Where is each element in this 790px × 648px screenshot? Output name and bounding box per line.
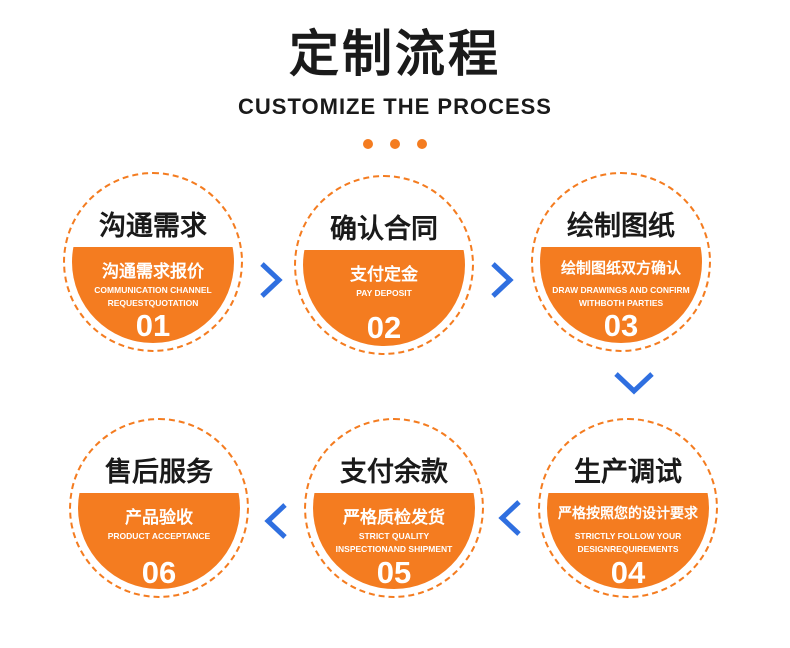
step-description-en-line2: INSPECTIONAND SHIPMENT <box>335 544 453 554</box>
step-title: 支付余款 <box>340 457 448 488</box>
step-description-en-line1: COMMUNICATION CHANNEL <box>94 285 212 295</box>
step-number: 03 <box>603 308 639 343</box>
step-band <box>78 493 240 589</box>
step-title: 售后服务 <box>105 457 213 488</box>
decorative-dots <box>0 139 790 149</box>
page-title: 定制流程 <box>289 25 501 83</box>
step-title: 确认合同 <box>330 214 438 245</box>
step-disc: 沟通需求 沟通需求报价 COMMUNICATION CHANNEL REQUES… <box>72 181 234 343</box>
step-description-en-line1: PAY DEPOSIT <box>356 288 412 298</box>
step-band <box>72 247 234 343</box>
step-band <box>303 250 465 346</box>
step-number: 04 <box>610 555 646 589</box>
step-description: 支付定金 <box>350 265 418 285</box>
step-description: 产品验收 <box>125 508 193 528</box>
step-description-en-line1: STRICTLY FOLLOW YOUR <box>574 531 682 541</box>
dot-3 <box>417 139 427 149</box>
step-description-en-line2: DESIGNREQUIREMENTS <box>577 544 679 554</box>
chevron-right-icon <box>260 262 283 298</box>
step-band <box>540 247 702 343</box>
step-disc: 绘制图纸 绘制图纸双方确认 DRAW DRAWINGS AND CONFIRM … <box>540 181 702 343</box>
step-description: 绘制图纸双方确认 <box>560 259 681 277</box>
step-06: 售后服务 产品验收 PRODUCT ACCEPTANCE 06 <box>69 418 249 598</box>
chevron-down-icon <box>614 372 654 395</box>
step-description: 严格按照您的设计要求 <box>558 506 698 522</box>
step-description-en-line1: DRAW DRAWINGS AND CONFIRM <box>552 285 690 295</box>
dot-2 <box>390 139 400 149</box>
page-subtitle: CUSTOMIZE THE PROCESS <box>238 94 552 119</box>
step-disc: 确认合同 支付定金 PAY DEPOSIT 02 <box>303 184 465 346</box>
step-description-en-line2: WITHBOTH PARTIES <box>578 298 664 308</box>
step-description-en-line1: PRODUCT ACCEPTANCE <box>107 531 211 541</box>
step-number: 06 <box>141 555 177 589</box>
step-03: 绘制图纸 绘制图纸双方确认 DRAW DRAWINGS AND CONFIRM … <box>531 172 711 352</box>
chevron-right-icon <box>491 262 514 298</box>
chevron-left-icon <box>498 500 521 536</box>
step-band <box>547 493 709 589</box>
step-disc: 生产调试 严格按照您的设计要求 STRICTLY FOLLOW YOUR DES… <box>547 427 709 589</box>
chevron-left-icon <box>264 503 287 539</box>
step-title: 绘制图纸 <box>567 211 675 242</box>
step-title: 沟通需求 <box>99 211 207 242</box>
step-description: 沟通需求报价 <box>102 262 204 282</box>
step-band <box>313 493 475 589</box>
step-04: 生产调试 严格按照您的设计要求 STRICTLY FOLLOW YOUR DES… <box>538 418 718 598</box>
step-description-en-line1: STRICT QUALITY <box>358 531 430 541</box>
step-01: 沟通需求 沟通需求报价 COMMUNICATION CHANNEL REQUES… <box>63 172 243 352</box>
step-05: 支付余款 严格质检发货 STRICT QUALITY INSPECTIONAND… <box>304 418 484 598</box>
step-number: 01 <box>135 308 171 343</box>
step-02: 确认合同 支付定金 PAY DEPOSIT 02 <box>294 175 474 355</box>
step-title: 生产调试 <box>574 457 682 488</box>
step-description: 严格质检发货 <box>343 508 445 528</box>
step-disc: 售后服务 产品验收 PRODUCT ACCEPTANCE 06 <box>78 427 240 589</box>
step-description-en-line2: REQUESTQUOTATION <box>107 298 199 308</box>
step-number: 02 <box>366 310 402 345</box>
dot-1 <box>363 139 373 149</box>
step-disc: 支付余款 严格质检发货 STRICT QUALITY INSPECTIONAND… <box>313 427 475 589</box>
step-number: 05 <box>376 555 412 589</box>
